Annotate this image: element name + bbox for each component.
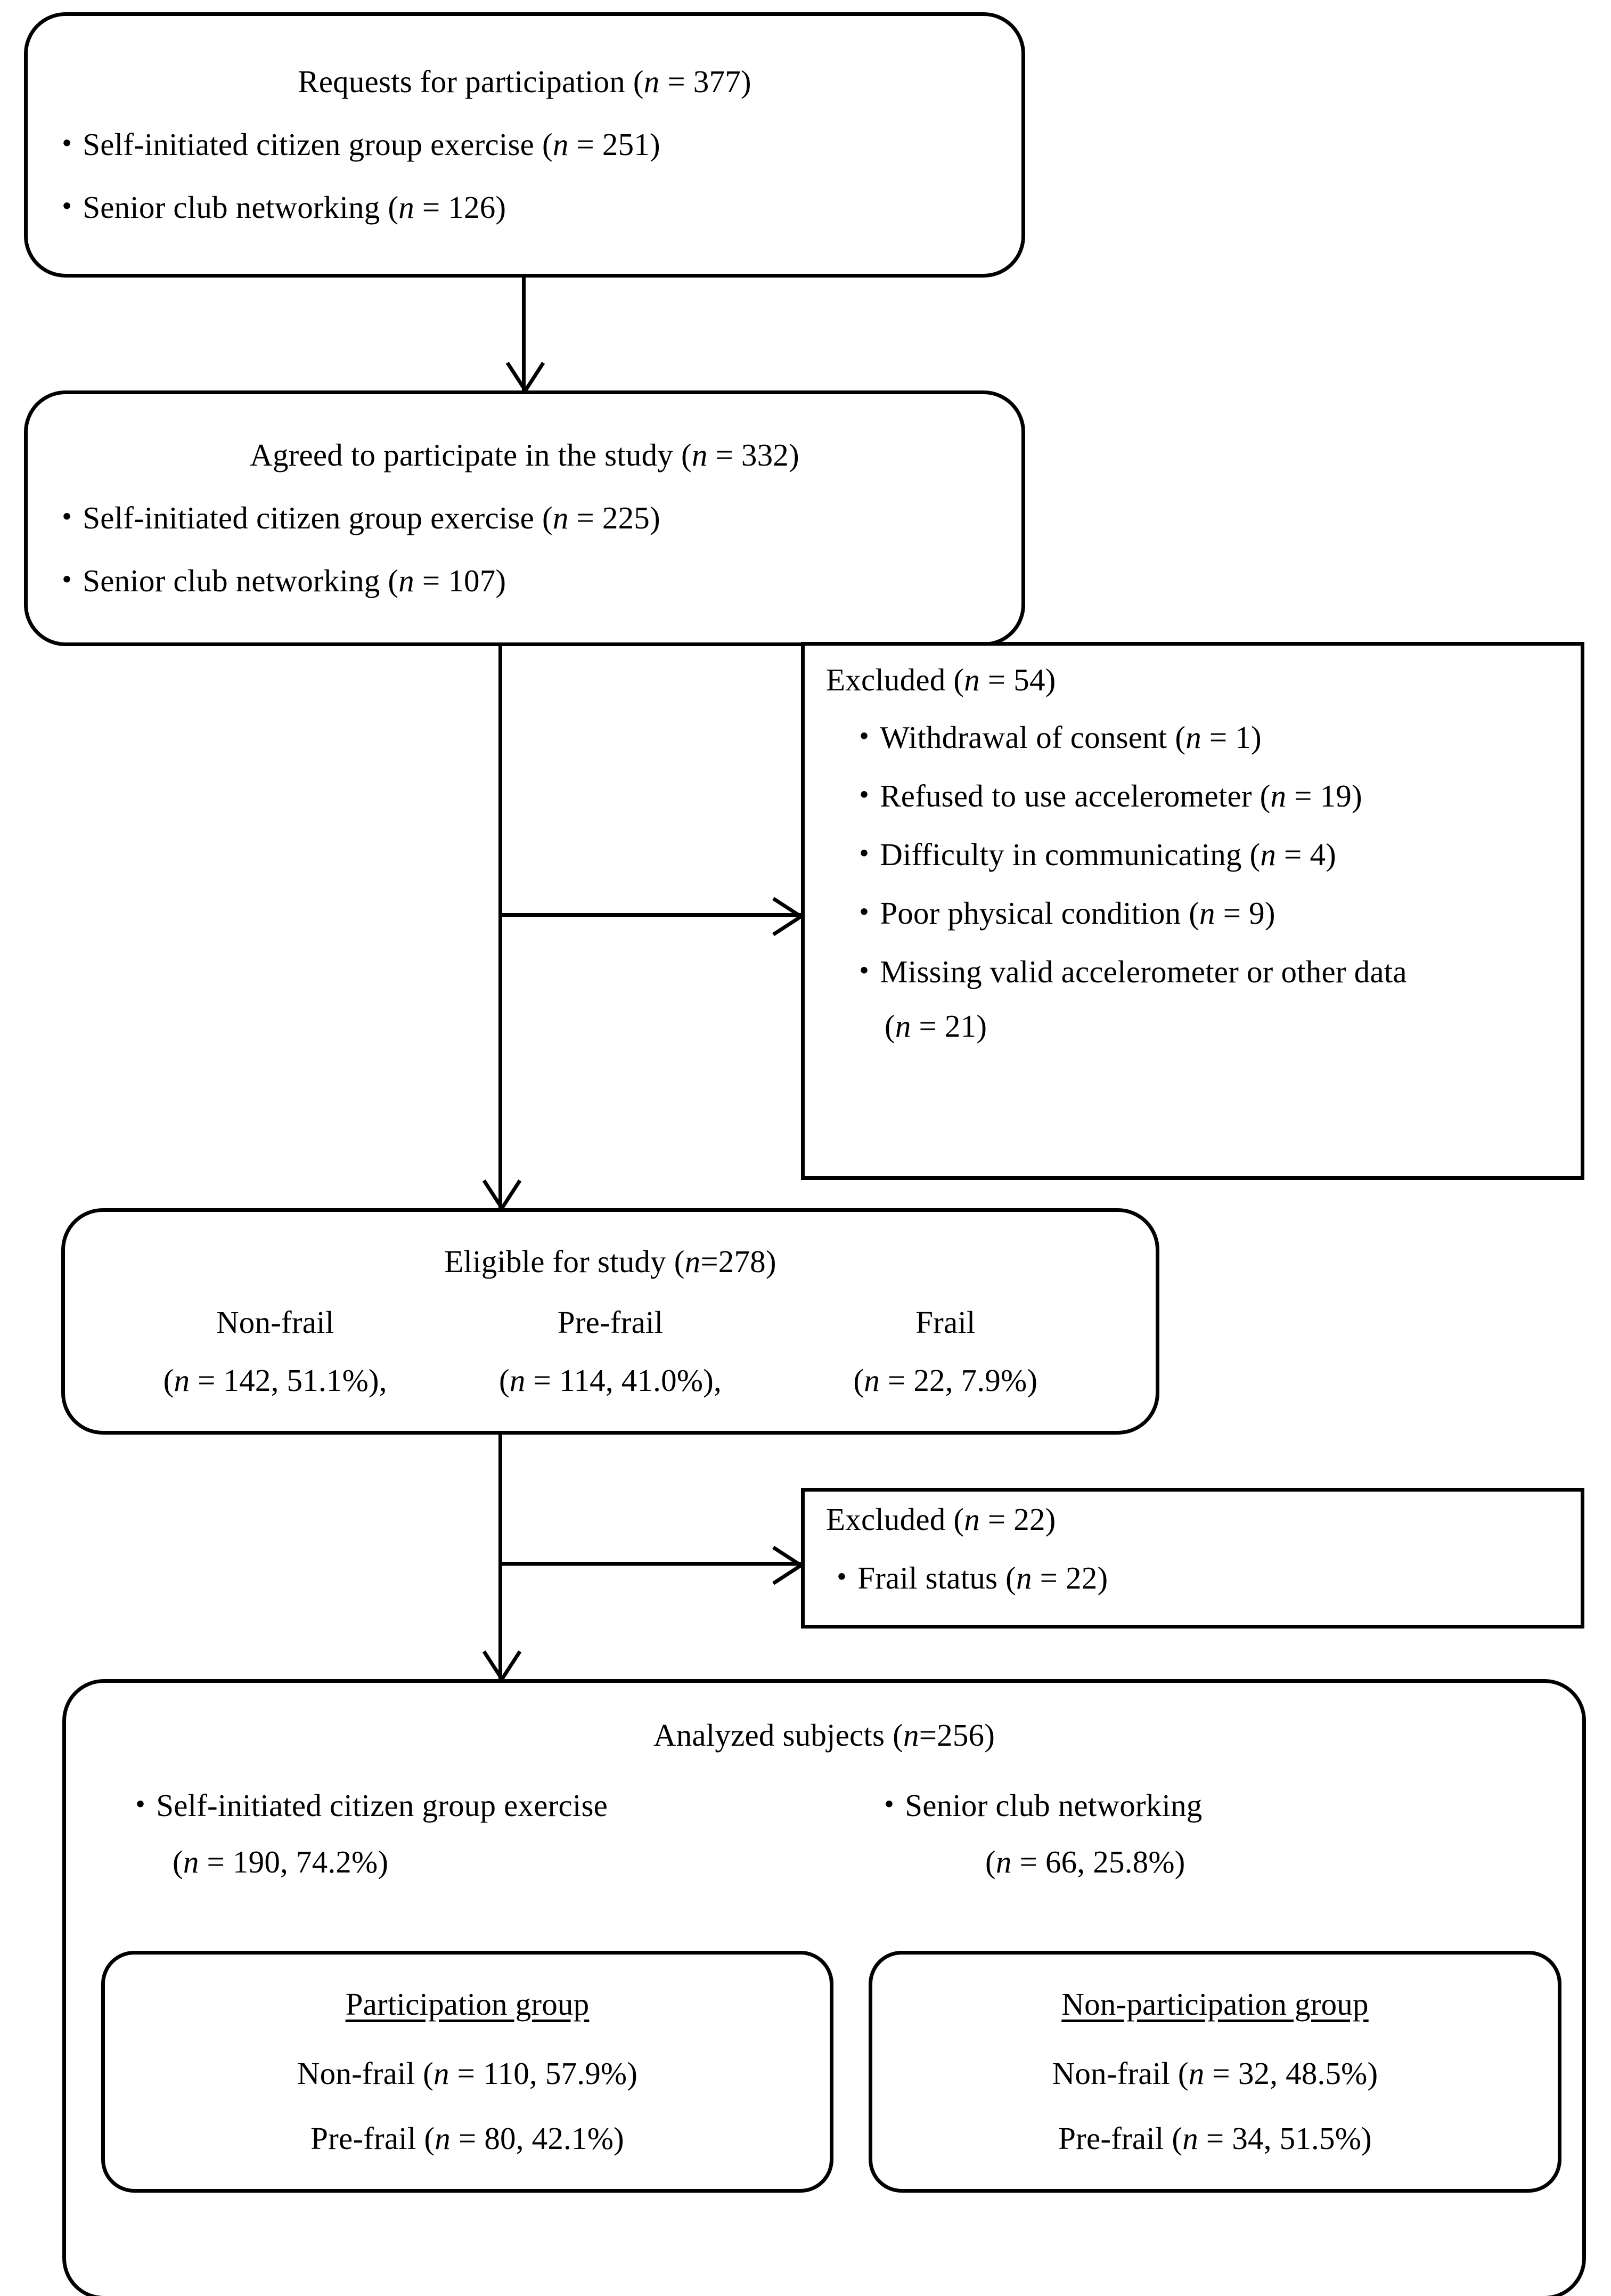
non-participation-row-1: Pre-frail (n = 34, 51.5%) [1058,2120,1372,2156]
eligible-label-pre-frail: Pre-frail [557,1304,664,1340]
node-participation-group: Participation group Non-frail (n = 110, … [101,1951,833,2193]
node-eligible-for-study: Eligible for study (n=278) Non-frail Pre… [61,1208,1159,1435]
excluded1-item-4: ・Missing valid accelerometer or other da… [848,954,1407,989]
eligible-value-pre-frail: (n = 114, 41.0%), [499,1363,722,1398]
non-participation-row-0: Non-frail (n = 32, 48.5%) [1052,2056,1378,2091]
eligible-label-non-frail: Non-frail [216,1304,334,1340]
analyzed-arm-0-label: ・Self-initiated citizen group exercise [125,1787,608,1823]
analyzed-arm-1-value: (n = 66, 25.8%) [985,1844,1185,1879]
connector-agreed-to-eligible-line [498,646,502,1208]
non-participation-group-title-text: Non-participation group [1061,1986,1369,2022]
node-excluded-54: Excluded (n = 54) ・Withdrawal of consent… [801,642,1584,1180]
eligible-value-row: (n = 142, 51.1%), (n = 114, 41.0%), (n =… [86,1364,1134,1397]
excluded1-heading: Excluded (n = 54) [826,662,1056,697]
connector-agreed-to-excluded1-line [498,913,801,917]
excluded1-item-3: ・Poor physical condition (n = 9) [848,895,1275,931]
node-agreed-to-participate: Agreed to participate in the study (n = … [24,390,1025,646]
excluded2-heading: Excluded (n = 22) [826,1502,1056,1537]
excluded1-item-0: ・Withdrawal of consent (n = 1) [848,719,1262,755]
requests-item-1: ・Senior club networking (n = 126) [51,189,506,225]
analyzed-arm-1-label: ・Senior club networking [873,1787,1203,1823]
analyzed-arm-value-row: (n = 190, 74.2%) (n = 66, 25.8%) [66,1844,1582,1879]
participation-row-1: Pre-frail (n = 80, 42.1%) [310,2120,624,2156]
requests-heading: Requests for participation (n = 377) [298,64,751,100]
node-non-participation-group: Non-participation group Non-frail (n = 3… [869,1951,1561,2193]
analyzed-heading: Analyzed subjects (n=256) [653,1717,995,1753]
analyzed-arm-label-row: ・Self-initiated citizen group exercise ・… [66,1789,1582,1822]
excluded1-continuation: (n = 21) [885,1008,987,1044]
participation-group-title: Participation group [121,1988,814,2021]
non-participation-group-title: Non-participation group [888,1988,1542,2021]
eligible-label-frail: Frail [915,1304,976,1340]
eligible-value-non-frail: (n = 142, 51.1%), [163,1363,387,1398]
excluded2-item-0: ・Frail status (n = 22) [826,1560,1108,1595]
excluded1-item-2: ・Difficulty in communicating (n = 4) [848,836,1337,872]
agreed-item-1: ・Senior club networking (n = 107) [51,563,506,598]
connector-eligible-to-analyzed-line [498,1435,502,1679]
node-requests-for-participation: Requests for participation (n = 377) ・Se… [24,12,1025,278]
node-analyzed-subjects: Analyzed subjects (n=256) ・Self-initiate… [62,1679,1586,2296]
excluded1-item-1: ・Refused to use accelerometer (n = 19) [848,778,1362,813]
participation-row-0: Non-frail (n = 110, 57.9%) [297,2056,638,2091]
eligible-label-row: Non-frail Pre-frail Frail [86,1306,1134,1339]
participation-group-title-text: Participation group [345,1986,590,2022]
connector-eligible-to-excluded2-line [498,1562,801,1566]
connector-requests-to-agreed-line [522,278,526,390]
agreed-heading: Agreed to participate in the study (n = … [250,437,799,473]
requests-item-0: ・Self-initiated citizen group exercise (… [51,127,660,162]
agreed-item-0: ・Self-initiated citizen group exercise (… [51,500,660,536]
node-excluded-22: Excluded (n = 22) ・Frail status (n = 22) [801,1488,1584,1629]
eligible-value-frail: (n = 22, 7.9%) [853,1363,1038,1398]
eligible-heading: Eligible for study (n=278) [444,1243,776,1279]
analyzed-arm-0-value: (n = 190, 74.2%) [173,1844,389,1879]
